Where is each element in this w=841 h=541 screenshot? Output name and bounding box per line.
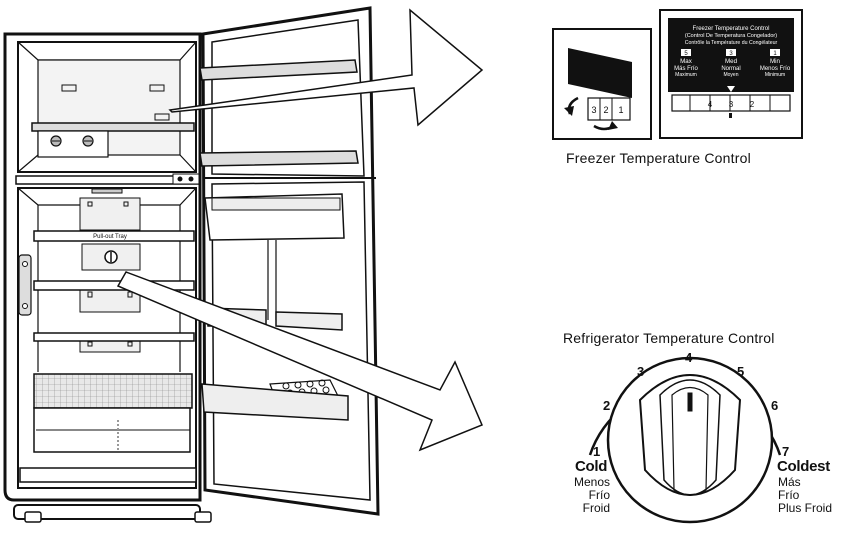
- freezer-setting-med-code: 3: [729, 51, 733, 57]
- freezer-setting-min-3: Minimum: [765, 72, 785, 78]
- freezer-setting-min-2: Menos Frío: [760, 66, 791, 72]
- freezer-setting-med-2: Normal: [721, 66, 740, 72]
- dial-number-1: 1: [593, 444, 601, 459]
- freezer-control-inset-large: Freezer Temperature Control (Control De …: [659, 9, 803, 139]
- freezer-setting-med-1: Med: [725, 58, 738, 65]
- dial-cold-label: Cold: [575, 458, 608, 475]
- freezer-control-caption: Freezer Temperature Control: [566, 150, 751, 166]
- dial-number-2: 2: [603, 398, 611, 413]
- freezer-control-inset-small: 3 2 1: [552, 28, 652, 140]
- dial-cold-sub-2: Frío: [588, 488, 610, 502]
- dial-number-5: 5: [737, 364, 745, 379]
- dial-coldest-label: Coldest: [777, 458, 830, 475]
- dial-coldest-sub-1: Más: [778, 475, 801, 489]
- freezer-scale-2: 2: [750, 100, 755, 109]
- freezer-panel-header-1: Freezer Temperature Control: [693, 26, 770, 32]
- dial-number-6: 6: [771, 398, 779, 413]
- freezer-setting-min-code: 1: [773, 51, 777, 57]
- dial-number-3: 3: [637, 364, 645, 379]
- freezer-scale-3: 3: [729, 100, 734, 109]
- fridge-callout-arrow: [116, 271, 483, 452]
- freezer-setting-max-2: Más Frío: [674, 66, 698, 72]
- freezer-setting-min-1: Min: [770, 58, 781, 65]
- freezer-setting-med-3: Moyen: [723, 72, 738, 78]
- small-dial-num-1: 1: [618, 105, 623, 115]
- freezer-panel-header-3: Contrôle la Température du Congélateur: [685, 40, 778, 46]
- small-dial-num-3: 3: [591, 105, 596, 115]
- dial-number-4: 4: [685, 350, 693, 365]
- freezer-setting-max-1: Max: [680, 58, 693, 65]
- pull-out-tray-label: Pull-out Tray: [93, 234, 127, 240]
- refrigerator-body: [3, 32, 212, 523]
- freezer-scale-4: 4: [708, 100, 713, 109]
- dial-number-7: 7: [782, 444, 790, 459]
- dial-coldest-sub-2: Frío: [778, 488, 800, 502]
- freezer-setting-max-3: Maximum: [675, 72, 697, 78]
- freezer-callout-arrow: [168, 8, 484, 127]
- refrigerator-dial: [588, 356, 782, 524]
- dial-cold-sub-3: Froid: [582, 501, 610, 515]
- dial-cold-sub-1: Menos: [573, 475, 610, 489]
- freezer-setting-max-code: 5: [684, 51, 688, 57]
- small-dial-num-2: 2: [603, 105, 608, 115]
- refrigerator-control-caption: Refrigerator Temperature Control: [563, 330, 775, 346]
- freezer-panel-header-2: (Control De Temperatura Congelador): [685, 33, 777, 39]
- dial-coldest-sub-3: Plus Froid: [778, 501, 833, 515]
